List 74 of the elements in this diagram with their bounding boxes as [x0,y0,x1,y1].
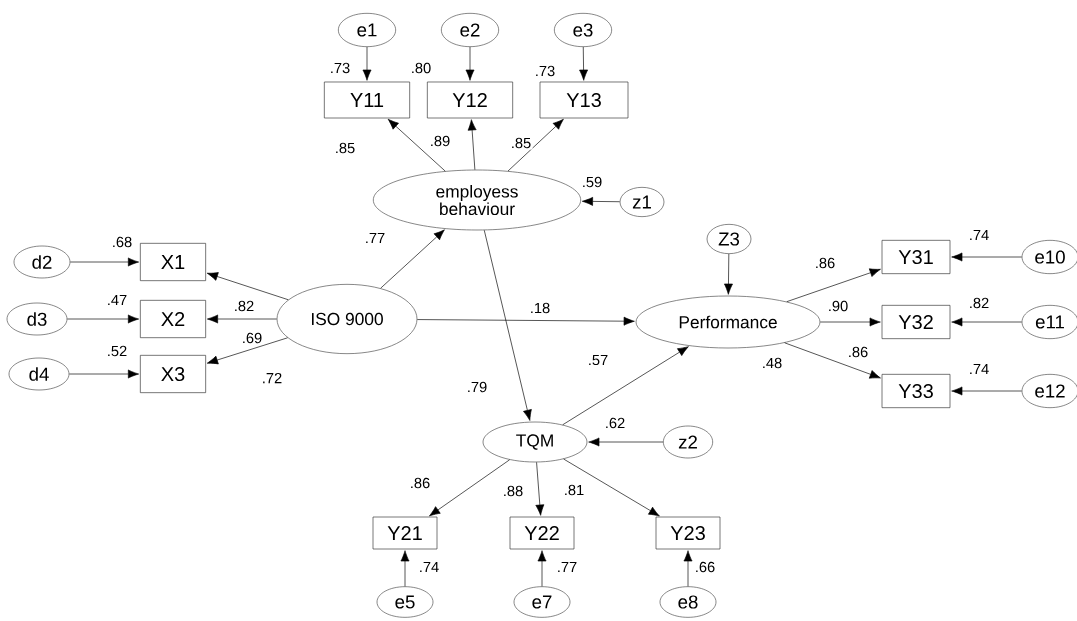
arrow [563,458,660,517]
arrow [784,342,881,379]
arrow [429,459,510,517]
edge-label: .81 [562,483,586,497]
arrow [581,197,620,206]
indicator-box: X1 [140,243,206,281]
arrow [362,46,372,81]
edge-label: .86 [846,345,870,359]
edge-label: .77 [363,231,387,245]
value-label: .47 [108,294,127,306]
arrow [820,317,881,327]
arrow [417,316,635,326]
value-label: .62 [606,417,625,429]
arrow [206,337,288,365]
arrow [951,386,1022,396]
indicator-box: Y13 [539,81,629,119]
value-label: .74 [420,561,439,573]
indicator-box: Y12 [427,81,513,119]
indicator-box: X2 [140,300,206,338]
value-label: .59 [583,176,602,188]
arrow [786,268,881,303]
edge-label: .89 [428,134,452,148]
arrow [535,462,545,516]
arrow [951,317,1022,327]
arrow [70,257,139,267]
arrow [387,118,446,172]
edge-label: .88 [501,484,525,498]
value-label: .82 [970,297,989,309]
value-label: .68 [113,236,132,248]
value-label: .73 [331,62,350,74]
arrow [465,46,475,81]
arrow [67,314,139,324]
indicator-box: Y11 [324,81,410,119]
arrow [69,369,139,379]
indicator-box: Y31 [881,240,951,274]
arrow [207,314,277,324]
edge-label: .72 [260,371,284,385]
value-label: .74 [970,363,989,375]
arrow [400,550,410,587]
value-label: .77 [558,561,577,573]
arrow [206,272,289,301]
arrow [562,346,689,426]
arrow [951,252,1022,262]
edge-label: .79 [465,380,489,394]
arrow [467,119,477,170]
value-label: .80 [412,62,431,74]
edge-label: .85 [509,136,533,150]
value-label: .73 [536,65,555,77]
edge-label: .57 [586,353,610,367]
indicator-box: Y32 [881,305,951,339]
arrow [483,229,532,421]
value-label: .48 [763,357,782,369]
edge-label: .82 [232,299,256,313]
arrow [380,229,445,289]
arrow [579,46,588,81]
edge-label: .86 [813,256,837,270]
indicator-box: X3 [140,355,206,393]
indicator-box: Y33 [881,374,951,408]
arrow [507,118,564,172]
edge-label: .85 [333,141,357,155]
value-label: .74 [970,229,989,241]
value-label: .66 [696,561,715,573]
edge-label: .18 [528,301,552,315]
edge-label: .90 [826,299,850,313]
value-label: .52 [108,345,127,357]
arrow [537,550,547,587]
edge-label: .86 [408,476,432,490]
indicator-box: Y21 [372,516,438,550]
indicator-box: Y22 [509,516,575,550]
edge-label: .69 [240,331,264,345]
arrow [683,550,693,587]
arrow [588,437,664,447]
arrow [724,253,733,295]
indicator-box: Y23 [655,516,721,550]
